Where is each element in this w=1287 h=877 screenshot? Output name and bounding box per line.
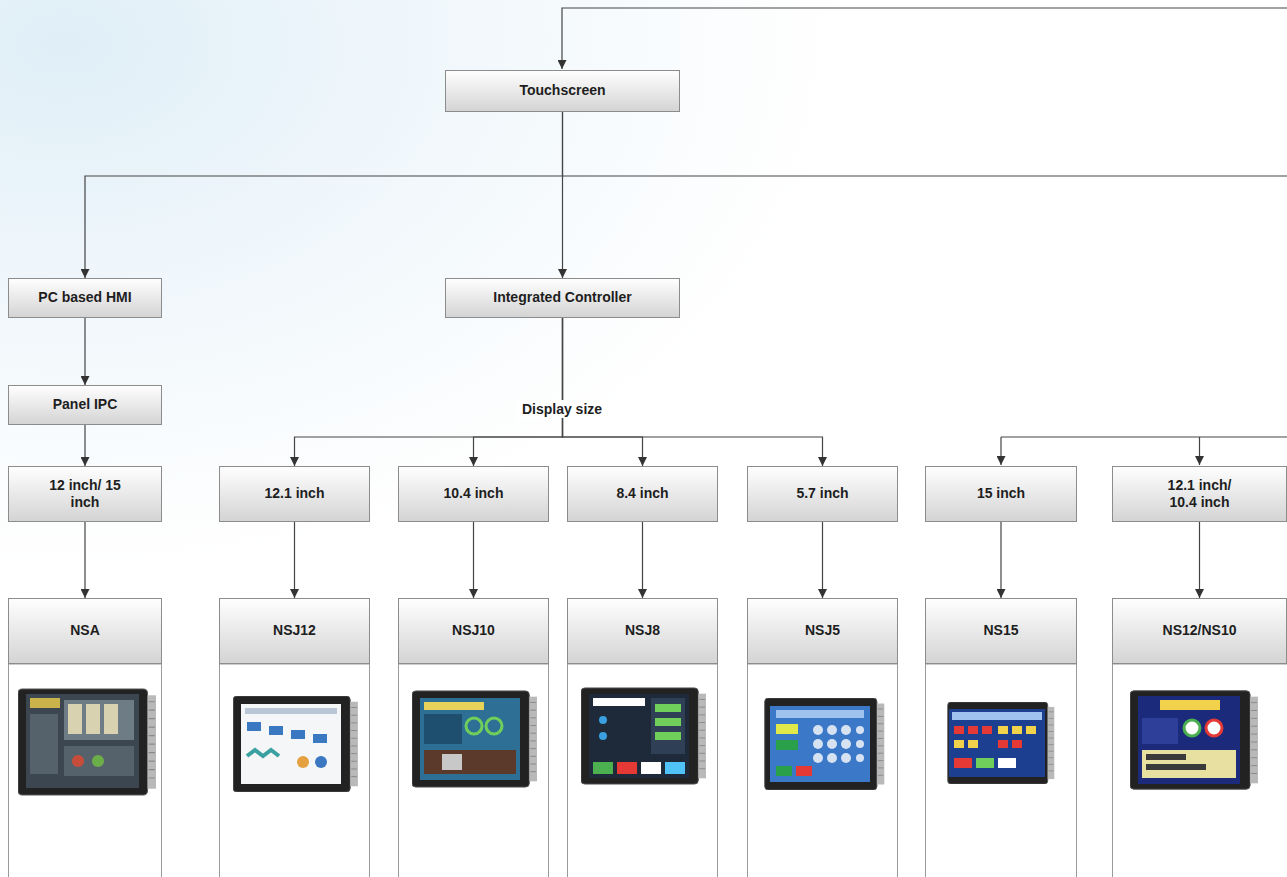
size-box: 12.1 inch <box>219 466 370 522</box>
category-box: Integrated Controller <box>445 278 680 318</box>
node-label: 8.4 inch <box>612 485 672 503</box>
node-label: NS15 <box>979 622 1022 640</box>
connector-arrow <box>295 318 563 466</box>
axis-label: Display size <box>517 400 607 418</box>
size-box: 10.4 inch <box>398 466 549 522</box>
size-box: 12 inch/ 15 inch <box>8 466 162 522</box>
connector-arrow <box>563 318 823 466</box>
connector-arrow <box>84 522 85 598</box>
node-label: 15 inch <box>973 485 1029 503</box>
connector-arrow <box>474 318 563 466</box>
product-box: NS12/NS10 <box>1112 598 1287 664</box>
connector-arrow <box>84 318 85 385</box>
node-label: NSJ10 <box>448 622 499 640</box>
node-label: 12.1 inch <box>261 485 329 503</box>
product-box: NSJ5 <box>747 598 898 664</box>
connector-arrow <box>473 522 474 598</box>
size-box: 12.1 inch/ 10.4 inch <box>1112 466 1287 522</box>
product-box: NSJ10 <box>398 598 549 664</box>
category-box: Touchscreen <box>445 70 680 112</box>
node-label: 5.7 inch <box>792 485 852 503</box>
connector-arrow <box>642 522 643 598</box>
connector-arrow <box>84 425 85 466</box>
connector-arrow <box>1000 522 1001 598</box>
node-label: NSJ8 <box>621 622 664 640</box>
connector-arrow <box>822 522 823 598</box>
node-label: Panel IPC <box>49 396 122 414</box>
node-label: Touchscreen <box>515 82 609 100</box>
category-box: Panel IPC <box>8 385 162 425</box>
connector-arrow <box>85 112 563 278</box>
node-label: 10.4 inch <box>440 485 508 503</box>
size-box: 15 inch <box>925 466 1077 522</box>
node-label: Integrated Controller <box>489 289 635 307</box>
node-label: NSJ12 <box>269 622 320 640</box>
node-label: 12 inch/ 15 inch <box>45 477 125 512</box>
connector-arrow <box>562 112 563 278</box>
product-box: NSJ12 <box>219 598 370 664</box>
product-box: NSJ8 <box>567 598 718 664</box>
size-box: 8.4 inch <box>567 466 718 522</box>
node-label: NSJ5 <box>801 622 844 640</box>
node-label: 12.1 inch/ 10.4 inch <box>1154 477 1246 512</box>
node-label: NSA <box>66 622 104 640</box>
node-label: NS12/NS10 <box>1159 622 1241 640</box>
product-box: NSA <box>8 598 162 664</box>
connector-arrow <box>1199 522 1200 598</box>
node-label: PC based HMI <box>34 289 135 307</box>
product-box: NS15 <box>925 598 1077 664</box>
connector-arrow <box>563 318 643 466</box>
connector-arrow <box>294 522 295 598</box>
size-box: 5.7 inch <box>747 466 898 522</box>
category-box: PC based HMI <box>8 278 162 318</box>
